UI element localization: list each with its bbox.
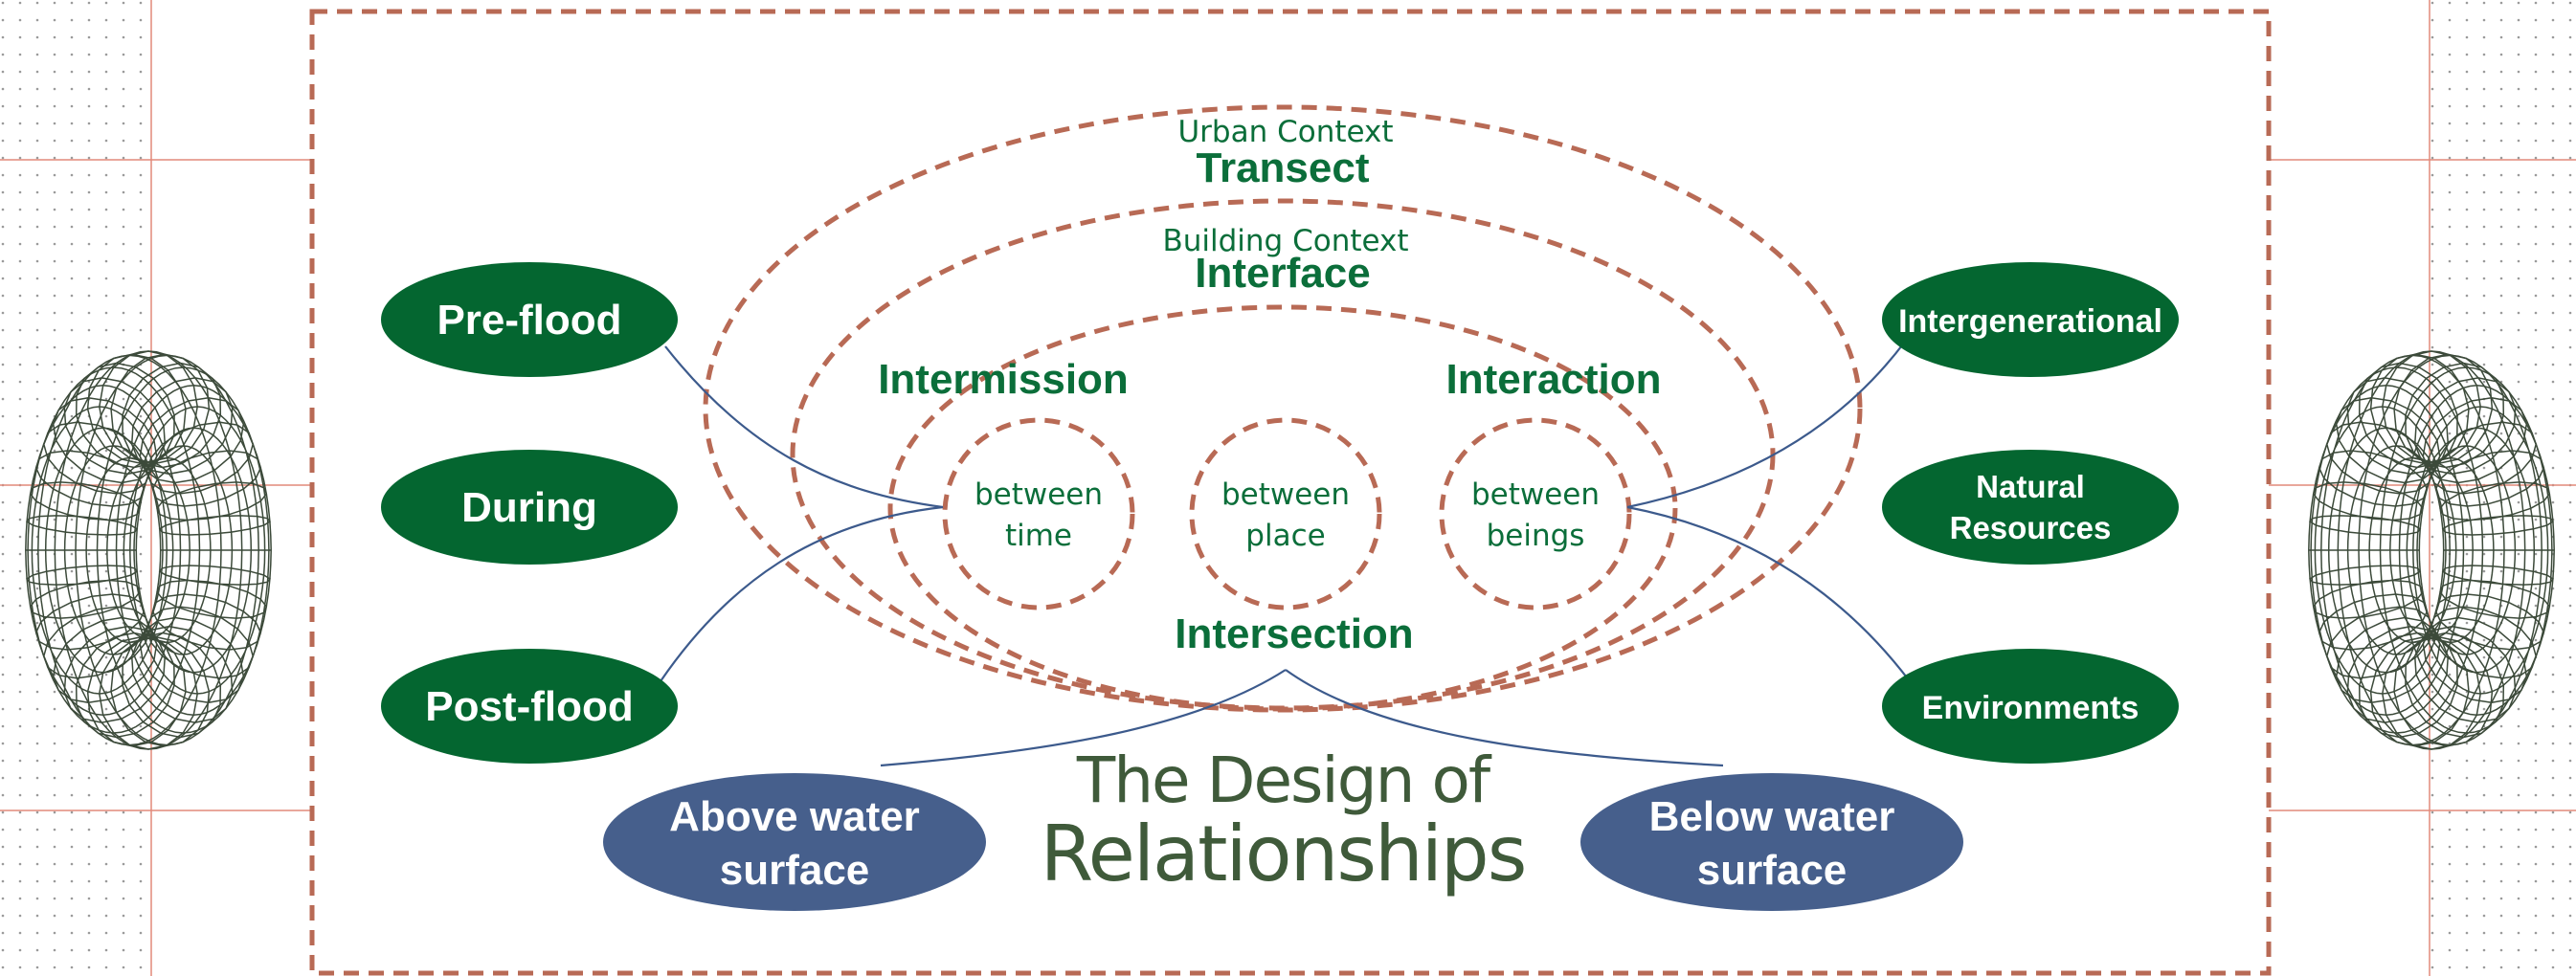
intermission-label: Intermission (878, 356, 1129, 403)
circle-time-line1: between (974, 477, 1103, 512)
pill-intergenerational-label: Intergenerational (1898, 303, 2162, 340)
circle-place-line2: place (1245, 519, 1325, 553)
pill-environments-label: Environments (1922, 690, 2139, 726)
torus-mesh-line (115, 385, 272, 716)
urban-context-label: Urban Context (1177, 115, 1393, 149)
inner-ellipse (887, 304, 1678, 712)
torus-mesh-line (75, 354, 259, 746)
torus-mesh-line (63, 445, 164, 655)
pill-post-flood: Post-flood (381, 649, 678, 764)
pill-pre-flood-label: Pre-flood (437, 297, 621, 344)
torus-mesh-line (123, 456, 212, 644)
torus-wireframe-icon (2308, 350, 2555, 750)
pill-natural-line2: Resources (1950, 510, 2112, 545)
circle-between-time (942, 417, 1135, 610)
torus-mesh-line (2389, 461, 2474, 639)
circle-time-line2: time (1005, 519, 1072, 553)
circle-between-place (1189, 417, 1382, 610)
transect-label: Transect (1197, 144, 1370, 191)
torus-mesh-line (135, 427, 253, 674)
torus-mesh-line (2412, 406, 2549, 695)
torus-mesh-line (133, 445, 234, 655)
circle-beings-line1: between (1471, 477, 1600, 512)
torus-mesh-line (106, 461, 190, 639)
torus-mesh-line (2337, 350, 2526, 750)
torus-mesh-line (96, 366, 270, 734)
circle-beings-line2: beings (1487, 519, 1585, 553)
circle-place-line1: between (1221, 477, 1350, 512)
connector-lines (660, 341, 1911, 767)
pill-natural-line1: Natural (1976, 469, 2085, 504)
pill-above-water: Above water surface (603, 773, 986, 911)
torus-mesh-line (27, 366, 201, 734)
pill-below-line2: surface (1697, 847, 1848, 894)
torus-mesh-line (44, 427, 162, 674)
pill-natural-resources: Natural Resources (1882, 450, 2179, 565)
torus-mesh-line (2406, 456, 2495, 644)
torus-mesh-line (2416, 445, 2517, 655)
interface-label: Interface (1195, 250, 1370, 297)
torus-mesh-line (37, 354, 222, 746)
pill-environments: Environments (1882, 649, 2179, 764)
torus-mesh-line (2418, 427, 2536, 674)
pill-during: During (381, 450, 678, 565)
pill-during-label: During (461, 484, 597, 531)
right-dot-panel (2430, 0, 2576, 976)
intersection-label: Intersection (1175, 610, 1413, 657)
left-dot-panel (0, 0, 151, 976)
building-context-label: Building Context (1162, 224, 1408, 258)
torus-mesh-line (54, 350, 243, 750)
pill-below-water: Below water surface (1580, 773, 1963, 911)
torus-wireframe-icon (25, 350, 272, 750)
torus-mesh-line (2398, 385, 2555, 716)
circle-between-beings (1439, 417, 1632, 610)
torus-mesh-line (2327, 427, 2445, 674)
interaction-label: Interaction (1446, 356, 1662, 403)
torus-mesh-line (2308, 385, 2465, 716)
title-line1: The Design of (1076, 743, 1492, 817)
pill-pre-flood: Pre-flood (381, 262, 678, 377)
torus-mesh-line (2314, 406, 2451, 695)
torus-mesh-line (2320, 354, 2505, 746)
torus-mesh-line (31, 406, 168, 695)
title-line2: Relationships (1041, 810, 1526, 898)
torus-mesh-line (85, 456, 174, 644)
pill-intergenerational: Intergenerational (1882, 262, 2179, 377)
pill-above-line1: Above water (669, 793, 920, 840)
torus-mesh-line (2310, 366, 2484, 734)
pill-above-line2: surface (720, 847, 870, 894)
pill-post-flood-label: Post-flood (425, 683, 634, 730)
torus-mesh-line (25, 385, 182, 716)
torus-mesh-line (129, 406, 266, 695)
torus-mesh-line (2358, 354, 2542, 746)
torus-mesh-line (2379, 366, 2553, 734)
pill-below-line1: Below water (1649, 793, 1895, 840)
